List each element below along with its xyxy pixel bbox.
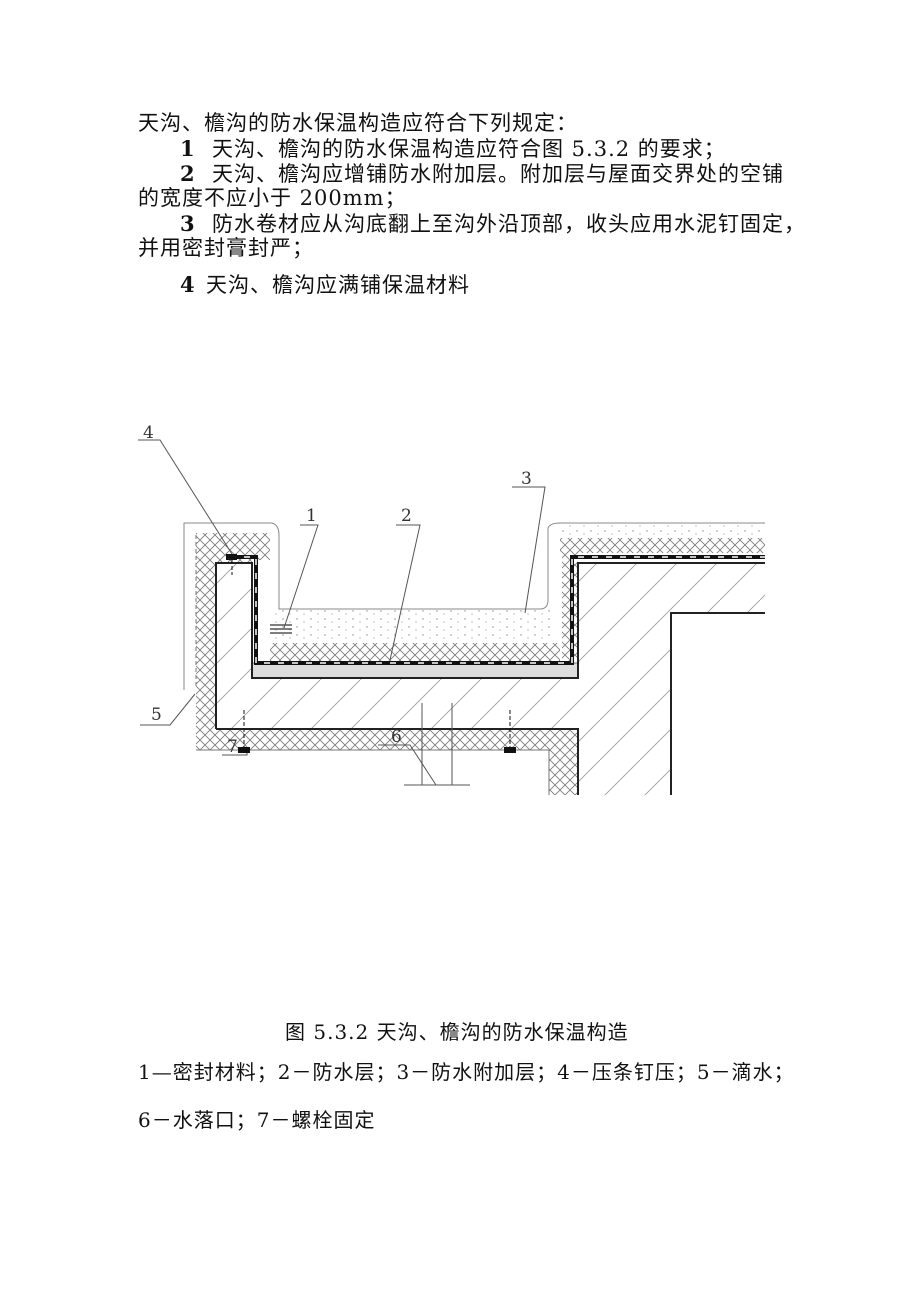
clause-text: 天沟、檐沟应满铺保温材料 <box>206 273 470 297</box>
intro-text: 天沟、檐沟的防水保温构造应符合下列规定： <box>138 111 578 135</box>
clause-text: 防水卷材应从沟底翻上至沟外沿顶部，收头应用水泥钉固定， <box>212 212 806 236</box>
callout-2: 2 <box>401 506 412 526</box>
clause-number: 1 <box>180 136 196 161</box>
screed-layer <box>251 525 765 679</box>
clause-3: 3 防水卷材应从沟底翻上至沟外沿顶部，收头应用水泥钉固定， <box>180 211 806 237</box>
waterproof-layer <box>230 555 765 665</box>
callout-6: 6 <box>391 727 402 747</box>
clause-4: 4 天沟、檐沟应满铺保温材料 <box>180 272 470 298</box>
callout-1: 1 <box>306 506 317 526</box>
figure-legend-line-2: 6－水落口；7－螺栓固定 <box>138 1108 376 1132</box>
clause-number: 2 <box>180 161 196 186</box>
clause-number: 4 <box>180 272 196 297</box>
callout-4: 4 <box>143 423 154 443</box>
clause-3-continued: 并用密封膏封严； <box>138 236 314 260</box>
leader-lines <box>138 439 546 786</box>
clause-text: 天沟、檐沟应增铺防水附加层。附加层与屋面交界处的空铺 <box>212 162 784 186</box>
clause-number: 3 <box>180 211 196 236</box>
callout-3: 3 <box>521 469 532 489</box>
callout-5: 5 <box>151 705 162 725</box>
figure-caption: 图 5.3.2 天沟、檐沟的防水保温构造 <box>285 1020 629 1044</box>
callout-7: 7 <box>227 737 238 757</box>
clause-1: 1 天沟、檐沟的防水保温构造应符合图 5.3.2 的要求； <box>180 136 726 162</box>
figure-legend-line-1: 1—密封材料；2－防水层；3－防水附加层；4－压条钉压；5－滴水； <box>138 1060 795 1084</box>
outline-lines <box>183 522 765 795</box>
clause-text: 天沟、檐沟的防水保温构造应符合图 5.3.2 的要求； <box>212 137 726 161</box>
fasteners <box>226 554 516 753</box>
callout-labels: 1 2 3 4 5 6 7 <box>143 423 532 757</box>
clause-2-continued: 的宽度不应小于 200mm； <box>138 186 407 210</box>
clause-2: 2 天沟、檐沟应增铺防水附加层。附加层与屋面交界处的空铺 <box>180 161 784 187</box>
gutter-section-diagram: 1 2 3 4 5 6 7 <box>138 423 765 795</box>
